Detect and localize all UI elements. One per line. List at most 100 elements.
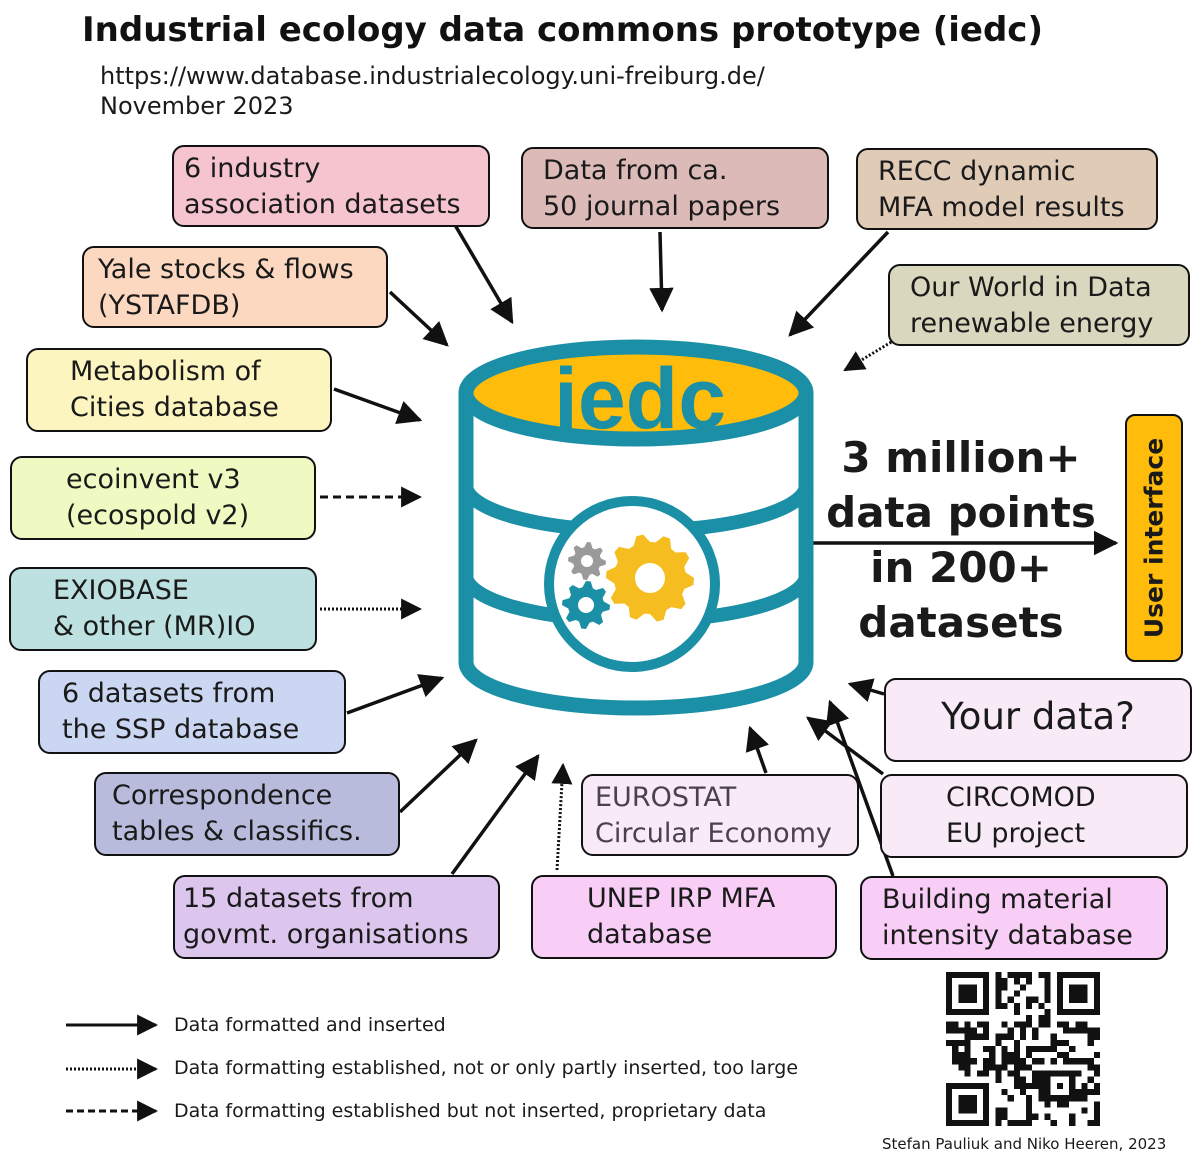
qr-module (1063, 1052, 1070, 1059)
qr-module (1032, 1033, 1039, 1040)
qr-module (1032, 1070, 1039, 1077)
source-line: EUROSTAT (595, 782, 737, 813)
qr-module (1093, 1082, 1100, 1090)
qr-module (1013, 1082, 1020, 1090)
qr-module (1093, 1070, 1100, 1077)
qr-module (1093, 1052, 1100, 1059)
source-unep: UNEP IRP MFA database (531, 875, 837, 959)
source-ecoinvent: ecoinvent v3 (ecospold v2) (10, 456, 316, 540)
source-line: 15 datasets from (183, 883, 414, 914)
qr-module (1013, 1076, 1020, 1083)
legend-solid-label: Data formatted and inserted (174, 1014, 446, 1036)
qr-module (964, 1052, 971, 1059)
qr-module (1026, 1015, 1033, 1022)
qr-module (1026, 1082, 1033, 1090)
qr-module (1038, 1015, 1045, 1022)
qr-module (1019, 1033, 1027, 1040)
qr-module (1019, 972, 1027, 979)
qr-module (1032, 1082, 1039, 1090)
qr-module (1044, 990, 1051, 997)
qr-module (1026, 1095, 1033, 1102)
qr-module (976, 1070, 983, 1077)
qr-module (1026, 1101, 1033, 1108)
qr-module (1013, 1008, 1020, 1016)
qr-module (1001, 1089, 1008, 1096)
qr-module (958, 1058, 965, 1065)
qr-module (1050, 1045, 1057, 1053)
qr-module (995, 978, 1002, 985)
source-line: Your data? (941, 695, 1135, 738)
qr-module (952, 1058, 959, 1065)
qr-module (1038, 1089, 1045, 1096)
qr-module (1056, 1082, 1064, 1090)
qr-module (1013, 1064, 1020, 1071)
qr-module (1001, 1021, 1008, 1028)
qr-module (1044, 1015, 1051, 1022)
source-line: RECC dynamic (878, 156, 1076, 187)
qr-module (1032, 1058, 1039, 1065)
arrow-eurostat (745, 725, 769, 774)
qr-module (970, 1058, 977, 1065)
summary-line: in 200+ (870, 543, 1052, 592)
qr-module (1019, 1119, 1027, 1126)
qr-module (982, 1064, 990, 1071)
qr-module (1001, 1033, 1008, 1040)
qr-code-icon[interactable] (946, 972, 1100, 1126)
qr-module (1093, 1089, 1100, 1096)
source-owid: Our World in Data renewable energy (888, 264, 1190, 346)
user-interface-box[interactable]: User interface (1125, 414, 1183, 662)
source-ssp: 6 datasets from the SSP database (38, 670, 346, 754)
qr-module (1038, 1076, 1045, 1083)
qr-module (1081, 1021, 1088, 1028)
source-line: govmt. organisations (183, 919, 469, 950)
qr-module (958, 1095, 977, 1114)
qr-module (1001, 1052, 1008, 1059)
page-date: November 2023 (100, 92, 294, 120)
qr-module (995, 1002, 1002, 1009)
qr-module (1013, 1119, 1020, 1126)
qr-module (1013, 1021, 1020, 1028)
qr-module (946, 1027, 953, 1034)
arrow-industry (453, 224, 514, 325)
qr-module (964, 1064, 971, 1071)
source-line: 6 datasets from (62, 678, 276, 709)
qr-module (1069, 1119, 1076, 1126)
qr-module (964, 1027, 971, 1034)
qr-module (964, 1021, 971, 1028)
qr-module (982, 1045, 990, 1053)
source-journal: Data from ca. 50 journal papers (521, 147, 829, 229)
source-line: 6 industry (184, 153, 321, 184)
source-building: Building material intensity database (860, 876, 1168, 960)
qr-module (958, 1064, 965, 1071)
summary-line: 3 million+ (841, 433, 1081, 482)
qr-module (1075, 1021, 1082, 1028)
qr-module (1001, 984, 1008, 991)
qr-module (1007, 996, 1014, 1003)
page-url[interactable]: https://www.database.industrialecology.u… (100, 62, 765, 90)
qr-module (1013, 972, 1020, 979)
qr-module (1019, 1082, 1027, 1090)
qr-module (1026, 996, 1033, 1003)
qr-module (1038, 1045, 1045, 1053)
qr-module (1044, 1021, 1051, 1028)
qr-module (1087, 1064, 1094, 1071)
qr-module (1013, 1045, 1020, 1053)
qr-module (1026, 1107, 1033, 1114)
legend-dotted-label: Data formatting established, not or only… (174, 1057, 799, 1079)
qr-module (1007, 1058, 1014, 1065)
qr-module (989, 1045, 996, 1053)
qr-module (1019, 1076, 1027, 1083)
qr-module (1056, 1101, 1064, 1108)
qr-module (1050, 1039, 1057, 1046)
qr-module (1007, 1119, 1014, 1126)
qr-module (1050, 1033, 1057, 1040)
qr-module (1069, 1045, 1076, 1053)
qr-module (1093, 1107, 1100, 1114)
qr-module (1044, 1113, 1051, 1120)
gear-small-icon-hole (581, 555, 593, 567)
arrow-unep (551, 762, 573, 871)
source-line: ecoinvent v3 (66, 464, 241, 495)
qr-module (1019, 984, 1027, 991)
qr-module (1013, 978, 1020, 985)
legend-dashed-label: Data formatting established but not inse… (174, 1100, 767, 1122)
